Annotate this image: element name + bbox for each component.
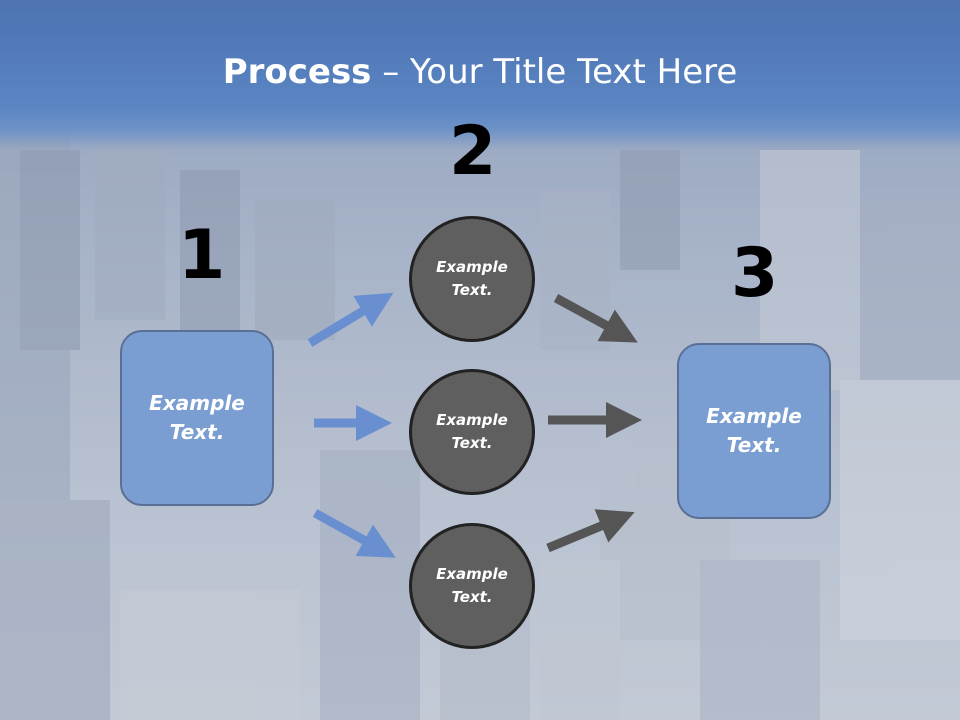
slide-title: Process – Your Title Text Here [0, 52, 960, 92]
title-rest: – Your Title Text Here [371, 52, 738, 92]
right-text-box[interactable]: Example Text. [677, 343, 831, 519]
circle-top-text: Example Text. [436, 258, 508, 299]
step-number-1: 1 [178, 216, 226, 295]
step-number-2: 2 [449, 112, 497, 191]
circle-middle-text: Example Text. [436, 411, 508, 452]
title-banner [0, 0, 960, 150]
title-bold: Process [222, 52, 372, 92]
circle-bottom[interactable]: Example Text. [409, 523, 535, 649]
step-number-3: 3 [731, 234, 779, 313]
left-box-text: Example Text. [149, 391, 245, 444]
circle-bottom-text: Example Text. [436, 565, 508, 606]
left-text-box[interactable]: Example Text. [120, 330, 274, 506]
circle-top[interactable]: Example Text. [409, 216, 535, 342]
right-box-text: Example Text. [706, 404, 802, 457]
circle-middle[interactable]: Example Text. [409, 369, 535, 495]
